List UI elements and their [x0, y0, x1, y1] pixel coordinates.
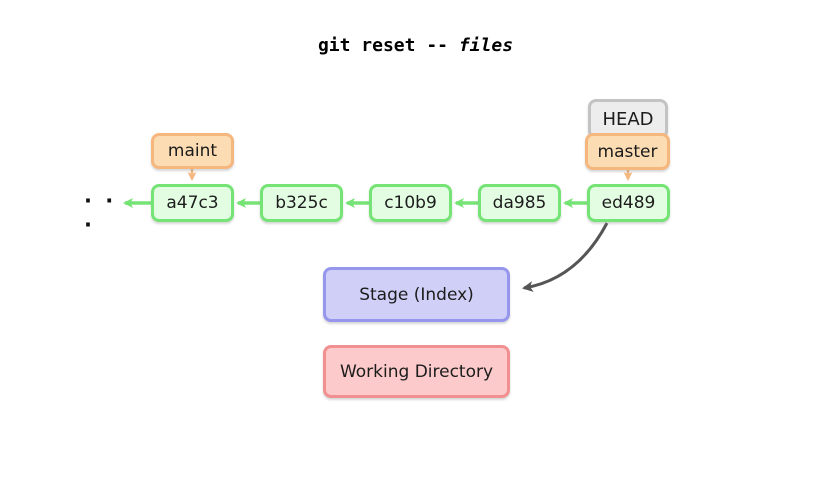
commit-node-b325c: b325c	[260, 184, 343, 222]
branch-label-master: master	[585, 133, 670, 170]
branch-label-text: master	[597, 141, 658, 162]
commit-id: ed489	[601, 193, 656, 213]
diagram-title: git reset -- files	[0, 35, 831, 56]
head-label: HEAD	[588, 99, 668, 139]
head-label-text: HEAD	[602, 108, 654, 130]
title-argument: files	[458, 35, 514, 56]
stage-index-area: Stage (Index)	[323, 267, 510, 322]
reset-to-stage-arrow-icon	[522, 222, 609, 292]
commit-id: b325c	[275, 193, 328, 213]
branch-label-text: maint	[167, 141, 218, 161]
commit-id: da985	[492, 193, 547, 213]
stage-index-label: Stage (Index)	[359, 284, 474, 305]
branch-label-maint: maint	[151, 133, 234, 169]
older-history-ellipsis: · · ·	[84, 189, 117, 237]
commit-node-a47c3: a47c3	[151, 184, 234, 222]
commit-id: a47c3	[166, 193, 219, 213]
commit-node-ed489: ed489	[587, 184, 670, 222]
working-directory-label: Working Directory	[339, 361, 494, 382]
commit-id: c10b9	[384, 193, 437, 213]
title-command: git reset --	[317, 35, 459, 56]
commit-node-c10b9: c10b9	[369, 184, 452, 222]
commit-node-da985: da985	[478, 184, 561, 222]
working-directory-area: Working Directory	[323, 345, 510, 398]
